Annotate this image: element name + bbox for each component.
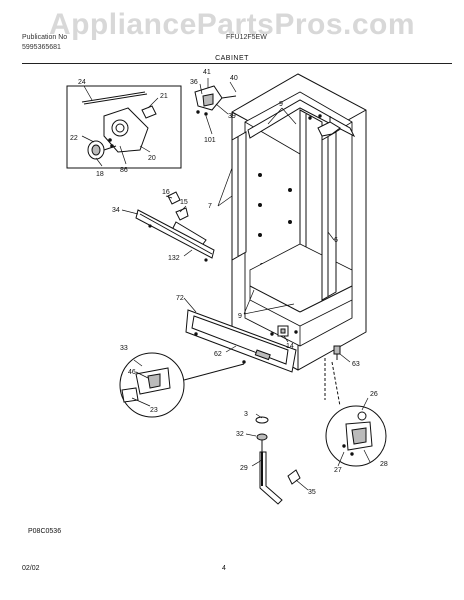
leveling-leg <box>333 345 341 360</box>
callout-132: 132 <box>168 255 180 262</box>
callout-32: 32 <box>236 431 244 438</box>
detail-circle-left <box>119 352 245 418</box>
callout-15: 15 <box>180 199 188 206</box>
footer-date: 02/02 <box>22 565 40 572</box>
callout-24: 24 <box>78 79 86 86</box>
cabinet-body <box>231 73 367 371</box>
callout-101: 101 <box>204 137 216 144</box>
strip-right <box>321 131 337 301</box>
publication-number: 5995365681 <box>22 44 61 51</box>
callout-35: 35 <box>308 489 316 496</box>
leader-lines <box>81 78 371 491</box>
fan-assembly-box <box>66 85 182 169</box>
callout-26: 26 <box>370 391 378 398</box>
callout-18: 18 <box>96 171 104 178</box>
diagram-code: P08C0536 <box>28 528 62 535</box>
detail-circle-right <box>325 361 387 467</box>
callout-63: 63 <box>352 361 360 368</box>
callout-40: 40 <box>230 75 238 82</box>
callout-36: 36 <box>190 79 198 86</box>
callout-28: 28 <box>380 461 388 468</box>
model-number: FFU12F5EW <box>226 34 267 41</box>
callout-27: 27 <box>334 467 342 474</box>
callout-33: 33 <box>120 345 128 352</box>
light-assembly <box>135 191 215 262</box>
callout-6: 6 <box>334 237 338 244</box>
callout-9-top: 9 <box>279 101 283 108</box>
callout-41: 41 <box>203 69 211 76</box>
callout-39: 39 <box>228 113 236 120</box>
section-title: CABINET <box>215 55 249 62</box>
callout-20: 20 <box>148 155 156 162</box>
watermark: AppliancePartsPros.com <box>48 8 416 41</box>
callout-23: 23 <box>150 407 158 414</box>
callout-29: 29 <box>240 465 248 472</box>
callout-3: 3 <box>244 411 248 418</box>
page-number: 4 <box>222 565 226 572</box>
callout-21: 21 <box>160 93 168 100</box>
hinge-top-right <box>317 116 341 137</box>
callout-72: 72 <box>176 295 184 302</box>
callout-22: 22 <box>70 135 78 142</box>
callout-46: 46 <box>128 369 136 376</box>
strip-left <box>231 131 247 261</box>
header-rule <box>22 63 452 64</box>
callout-34: 34 <box>112 207 120 214</box>
callout-62: 62 <box>214 351 222 358</box>
callout-7: 7 <box>208 203 212 210</box>
drain-tube-assembly <box>255 358 326 505</box>
kickplate <box>185 309 297 373</box>
callout-14: 14 <box>286 343 294 350</box>
callout-9-bottom: 9 <box>238 313 242 320</box>
callout-86: 86 <box>120 167 128 174</box>
publication-label: Publication No <box>22 34 68 41</box>
callout-16: 16 <box>162 189 170 196</box>
switch-part <box>270 325 298 337</box>
